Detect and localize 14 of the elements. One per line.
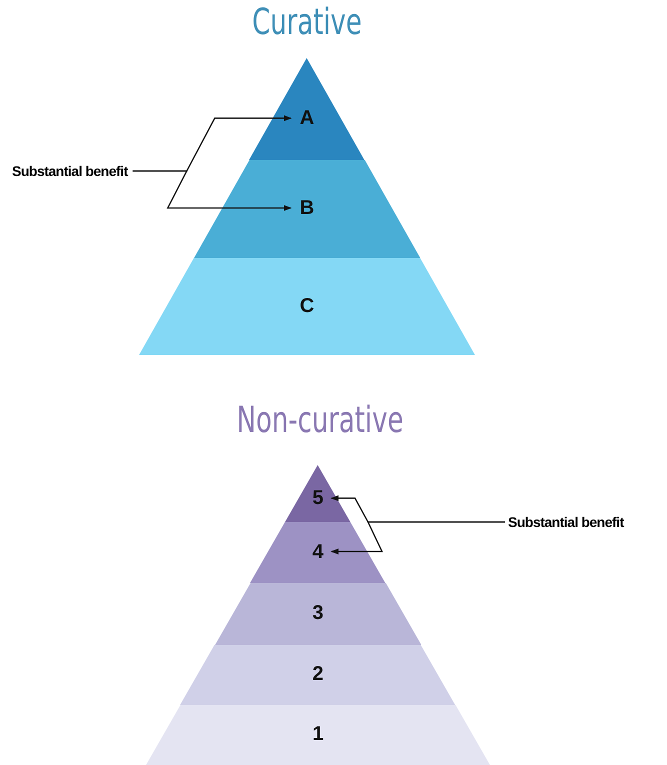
leader-line: [132, 170, 292, 211]
pyramid-heading: Non-curative: [236, 400, 404, 441]
pyramid-tier: C: [139, 258, 475, 355]
pyramid-tier: A: [249, 58, 365, 160]
pyramid-tier: 3: [214, 583, 422, 645]
pyramid-tier: B: [194, 160, 420, 258]
pyramid-tier: 5: [285, 465, 351, 522]
pyramid-tier: 2: [180, 645, 456, 705]
callout-label: Substantial benefit: [12, 163, 128, 179]
pyramid-tier: 1: [146, 705, 490, 765]
callout-label: Substantial benefit: [508, 514, 624, 530]
leader-line: [330, 521, 505, 554]
pyramid-heading: Curative: [251, 2, 363, 43]
pyramid-tier: 4: [250, 522, 386, 583]
